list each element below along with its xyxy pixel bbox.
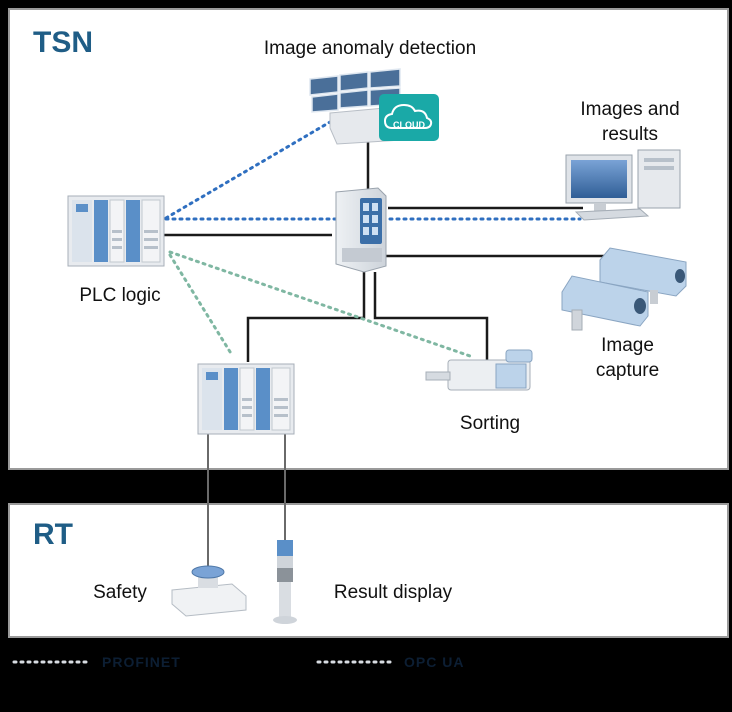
- link-switch-to-remote-io: [246, 272, 366, 362]
- green-dotted-links: [168, 250, 472, 358]
- image-capture-cameras: [561, 247, 687, 331]
- remote-io-module: [197, 363, 295, 435]
- image-capture-label: Image capture: [570, 333, 685, 383]
- workstation-computer: [565, 149, 681, 221]
- plc-controller: [67, 195, 165, 267]
- result-display-label: Result display: [333, 582, 453, 603]
- dotted-plc-to-sorting: [168, 250, 472, 358]
- plc-logic-label: PLC logic: [79, 285, 161, 306]
- link-switch-to-sorting: [373, 272, 489, 360]
- legend-label-profinet: PROFINET: [102, 654, 181, 670]
- camera-front: [561, 275, 649, 327]
- image-capture-label-line1: Image: [601, 335, 654, 356]
- rt-zone-title: RT: [33, 518, 73, 551]
- legend-label-opcua: OPC UA: [404, 654, 465, 670]
- sorting-label: Sorting: [459, 413, 521, 434]
- cloud-badge: [379, 94, 439, 141]
- dotted-plc-to-remote-io: [168, 253, 234, 357]
- tsn-switch: [335, 187, 387, 273]
- wired-links: [162, 138, 605, 566]
- anomaly-detection-label: Image anomaly detection: [263, 38, 477, 59]
- rt-zone-panel: [8, 503, 729, 638]
- sorting-actuator: [425, 349, 533, 391]
- cloud-icon: [383, 103, 433, 129]
- result-display-stack-light: [273, 540, 297, 624]
- safety-emergency-stop: [171, 565, 247, 617]
- images-results-label: Images and results: [560, 97, 700, 147]
- images-results-label-line2: results: [602, 124, 658, 145]
- dotted-plc-to-cloud: [164, 120, 332, 220]
- cloud-badge-label: CLOUD: [393, 120, 425, 130]
- image-capture-label-line2: capture: [595, 360, 660, 381]
- blue-dotted-links: [164, 120, 582, 221]
- safety-label: Safety: [93, 582, 147, 603]
- anomaly-detection-server: CLOUD: [309, 68, 439, 145]
- images-results-label-line1: Images and: [580, 99, 680, 120]
- tsn-zone-title: TSN: [33, 26, 93, 59]
